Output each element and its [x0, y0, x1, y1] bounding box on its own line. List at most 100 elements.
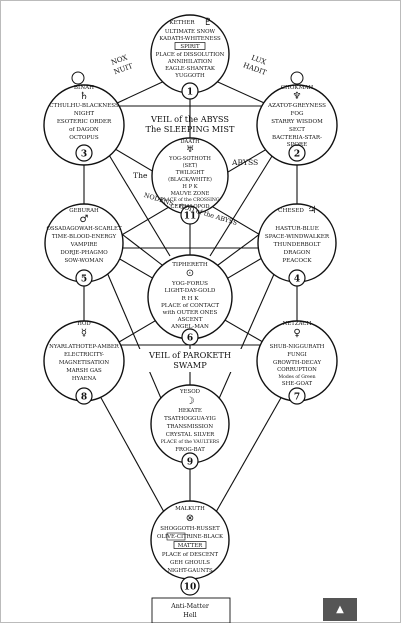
geburah-line: TIME-BLOOD-ENERGY	[52, 234, 117, 240]
chesed-number: 4	[294, 275, 300, 285]
chokmah-text: CHOKMAH ♆ AZATOT-GREYNESS FOG STARRY WIS…	[267, 85, 326, 148]
geburah-name: GEBURAH	[69, 208, 99, 214]
malkuth-text: MALKUTH ⊗ SHOGGOTH-RUSSET OLIVE-CITRINE-…	[157, 506, 224, 574]
kether-line: YUGGOTH	[174, 73, 205, 79]
chokmah-name: CHOKMAH	[281, 85, 314, 91]
malkuth-line: OLIVE-CITRINE-BLACK	[157, 534, 224, 540]
pluto-icon: ♇	[204, 17, 213, 28]
sephiroth-circles	[43, 14, 338, 580]
chokmah-line: FOG	[291, 111, 304, 117]
malkuth-line: PLACE of DESCENT	[162, 552, 219, 558]
tiphereth-line: PLACE of CONTACT	[161, 303, 219, 309]
kether-line: SPIRIT	[180, 44, 200, 50]
yesod-line: TRANSMISSION	[167, 424, 213, 430]
daath-number: 11	[184, 212, 197, 222]
binah-small-circle	[71, 71, 85, 85]
kether-line: PLACE of DISSOLUTION	[156, 52, 225, 58]
chesed-line: DRAGON	[284, 250, 311, 256]
chokmah-circle	[256, 84, 338, 166]
chokmah-line: BACTERIA-STAR-	[272, 135, 322, 141]
geburah-line: VAMPIRE	[70, 242, 98, 248]
saturn-icon: ♄	[80, 91, 89, 102]
chokmah-line: AZATOT-GREYNESS	[267, 103, 326, 109]
chesed-line: SPACE-WINDWALKER	[265, 234, 330, 240]
netzach-line: GROWTH-DECAY	[273, 360, 321, 366]
venus-icon: ♀	[293, 328, 300, 339]
geburah-line: DORJE-PHAGMO	[60, 250, 108, 256]
geburah-text: GEBURAH ♂ OSSADAGOWAH-SCARLET TIME-BLOOD…	[46, 208, 122, 264]
netzach-name: NETZACH	[283, 321, 312, 327]
kether-line: ANNIHILATION	[167, 59, 213, 65]
kether-line: ULTIMATE SNOW	[165, 29, 216, 35]
kether-number: 1	[187, 88, 193, 98]
hod-line: MARSH GAS	[66, 368, 102, 374]
chesed-line: PEACOCK	[282, 258, 312, 264]
chesed-line: THUNDERBOLT	[274, 242, 321, 248]
daath-line: (BLACK/WHITE)	[168, 176, 212, 183]
kether-line: EAGLE-SHANTAK	[165, 66, 216, 72]
daath-line: YOG-SOTHOTH	[168, 156, 211, 162]
hod-text: HOD ☿ NYARLATHOTEP-AMBER ELECTRICITY- MA…	[49, 321, 120, 382]
moon-icon: ☽	[186, 396, 195, 407]
daath-line: MAUVE ZONE	[171, 191, 210, 197]
binah-name: BINAH	[74, 85, 94, 91]
yesod-line: HEKATE	[178, 408, 202, 414]
hod-line: ELECTRICITY-	[64, 352, 104, 358]
daath-line: H P K	[182, 184, 197, 190]
hod-line: MAGNETISATION	[59, 360, 110, 366]
malkuth-line: NIGHT-GAUNTS	[167, 568, 213, 574]
chokmah-line: STARRY WISDOM	[271, 119, 323, 125]
yesod-line: TSATHOGGUA-YIG	[164, 416, 216, 422]
tiphereth-name: TIPHERETH	[172, 262, 208, 268]
sleeping-mist-label: The SLEEPING MIST	[146, 124, 235, 134]
chesed-name: CHESED	[278, 208, 304, 214]
kether-line: KADATH-WHITENESS	[159, 36, 221, 42]
hell-label: Hell	[183, 611, 196, 619]
netzach-text: NETZACH ♀ SHUB-NIGGURATH FUNGI GROWTH-DE…	[270, 321, 325, 387]
veil-of-abyss-label: VEIL of the ABYSS	[150, 114, 229, 124]
daath-line: PLACE of the CROSSING	[160, 197, 219, 203]
tiphereth-line: LIGHT-DAY-GOLD	[165, 288, 216, 294]
anti-matter-label: Anti-Matter	[170, 602, 210, 610]
chokmah-small-circle	[290, 71, 304, 85]
geburah-line: OSSADAGOWAH-SCARLET	[46, 226, 122, 232]
hod-name: HOD	[77, 321, 91, 327]
malkuth-line: SHOGGOTH-RUSSET	[160, 526, 220, 532]
binah-line: ESOTERIC ORDER	[57, 119, 112, 125]
chokmah-number: 2	[294, 150, 300, 160]
malkuth-line: MATTER	[178, 543, 203, 549]
tiphereth-line: ANGEL-MAN	[170, 324, 209, 330]
hod-line: NYARLATHOTEP-AMBER	[49, 344, 120, 350]
kether-name: KETHER	[169, 20, 195, 26]
anti-matter-box: Anti-Matter Hell	[151, 597, 231, 624]
number-circles	[75, 82, 306, 596]
scroll-to-top-button[interactable]: ▲	[323, 598, 357, 621]
malkuth-name: MALKUTH	[175, 506, 205, 512]
yesod-line: FROG-BAT	[175, 447, 205, 453]
malkuth-line: GEH GHOULS	[170, 560, 210, 566]
tiphereth-text: TIPHERETH ⊙ YOG-FORUS LIGHT-DAY-GOLD R H…	[161, 262, 219, 330]
yesod-number: 9	[187, 458, 193, 468]
binah-line: NIGHT	[74, 111, 94, 117]
uranus-icon: ♅	[186, 145, 194, 155]
mars-icon: ♂	[80, 214, 89, 225]
kether-text: KETHER ♇ ULTIMATE SNOW KADATH-WHITENESS …	[156, 17, 225, 79]
daath-text: DAATH ♅ YOG-SOTHOTH (SET) TWILIGHT (BLAC…	[160, 139, 219, 210]
tiphereth-line: YOG-FORUS	[171, 281, 208, 287]
neptune-icon: ♆	[293, 91, 302, 102]
daath-line: TWILIGHT	[176, 170, 205, 176]
daath-name: DAATH	[180, 139, 200, 145]
paroketh-veil: VEIL of PAROKETH SWAMP	[130, 349, 247, 372]
binah-text: BINAH ♄ CTHULHU-BLACKNESS NIGHT ESOTERIC…	[49, 85, 119, 141]
geburah-number: 5	[81, 275, 87, 285]
tiphereth-line: ASCENT	[177, 317, 203, 323]
hod-number: 8	[81, 393, 87, 403]
chokmah-line: SECT	[289, 127, 305, 133]
sun-icon: ⊙	[186, 268, 194, 279]
netzach-line: Modes of Green	[278, 374, 315, 380]
netzach-number: 7	[294, 393, 300, 403]
binah-line: CTHULHU-BLACKNESS	[49, 103, 119, 109]
binah-circle	[43, 84, 125, 166]
netzach-line: FUNGI	[287, 352, 306, 358]
netzach-line: SHUB-NIGGURATH	[270, 344, 325, 350]
